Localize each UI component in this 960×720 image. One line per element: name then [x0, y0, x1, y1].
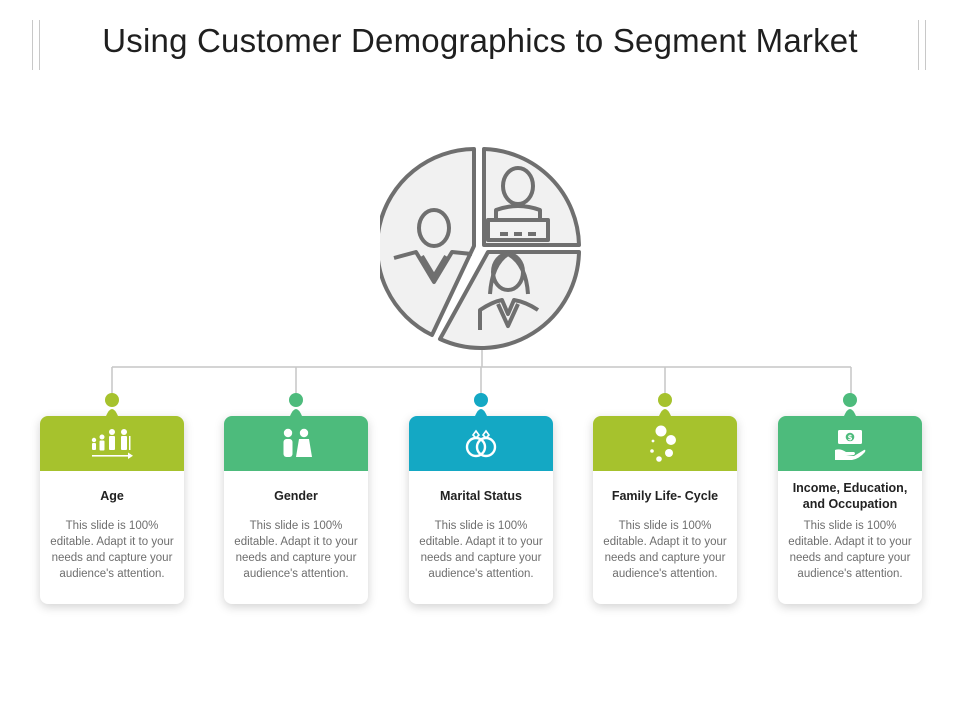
card-age: Age This slide is 100% editable. Adapt i… — [40, 393, 184, 604]
card-title: Income, Education, and Occupation — [792, 481, 908, 511]
pin-icon — [843, 393, 857, 416]
card-description: This slide is 100% editable. Adapt it to… — [788, 520, 912, 580]
page-title: Using Customer Demographics to Segment M… — [102, 22, 858, 59]
card-family-life-cycle: Family Life- Cycle This slide is 100% ed… — [593, 393, 737, 604]
card-title: Age — [100, 489, 124, 503]
card-description: This slide is 100% editable. Adapt it to… — [419, 520, 543, 580]
rings-icon — [464, 427, 498, 461]
people-pie-icon — [380, 147, 581, 350]
title-bar: Using Customer Demographics to Segment M… — [0, 14, 960, 74]
card-marital-status: Marital Status This slide is 100% editab… — [409, 393, 553, 604]
title-decoration-right — [918, 20, 932, 70]
card-description: This slide is 100% editable. Adapt it to… — [234, 520, 358, 580]
card-description: This slide is 100% editable. Adapt it to… — [50, 520, 174, 580]
card-title: Marital Status — [440, 489, 522, 503]
card-header — [224, 416, 368, 471]
card-header: $ — [778, 416, 922, 471]
svg-text:$: $ — [848, 434, 853, 442]
pin-icon — [658, 393, 672, 416]
pin-icon — [105, 393, 119, 416]
card-header — [40, 416, 184, 471]
card-header — [593, 416, 737, 471]
card-header — [409, 416, 553, 471]
card-title: Gender — [274, 489, 318, 503]
family-age-icon — [88, 426, 136, 462]
card-title: Family Life- Cycle — [611, 489, 719, 503]
gender-icon — [279, 427, 313, 461]
life-cycle-dots-icon — [647, 424, 683, 464]
card-description: This slide is 100% editable. Adapt it to… — [603, 520, 727, 580]
card-gender: Gender This slide is 100% editable. Adap… — [224, 393, 368, 604]
money-hand-icon: $ — [832, 426, 868, 462]
card-income-education-occupation: $ Income, Education, and Occupation This… — [778, 393, 922, 604]
pin-icon — [474, 393, 488, 416]
pin-icon — [289, 393, 303, 416]
title-decoration-left — [32, 20, 46, 70]
